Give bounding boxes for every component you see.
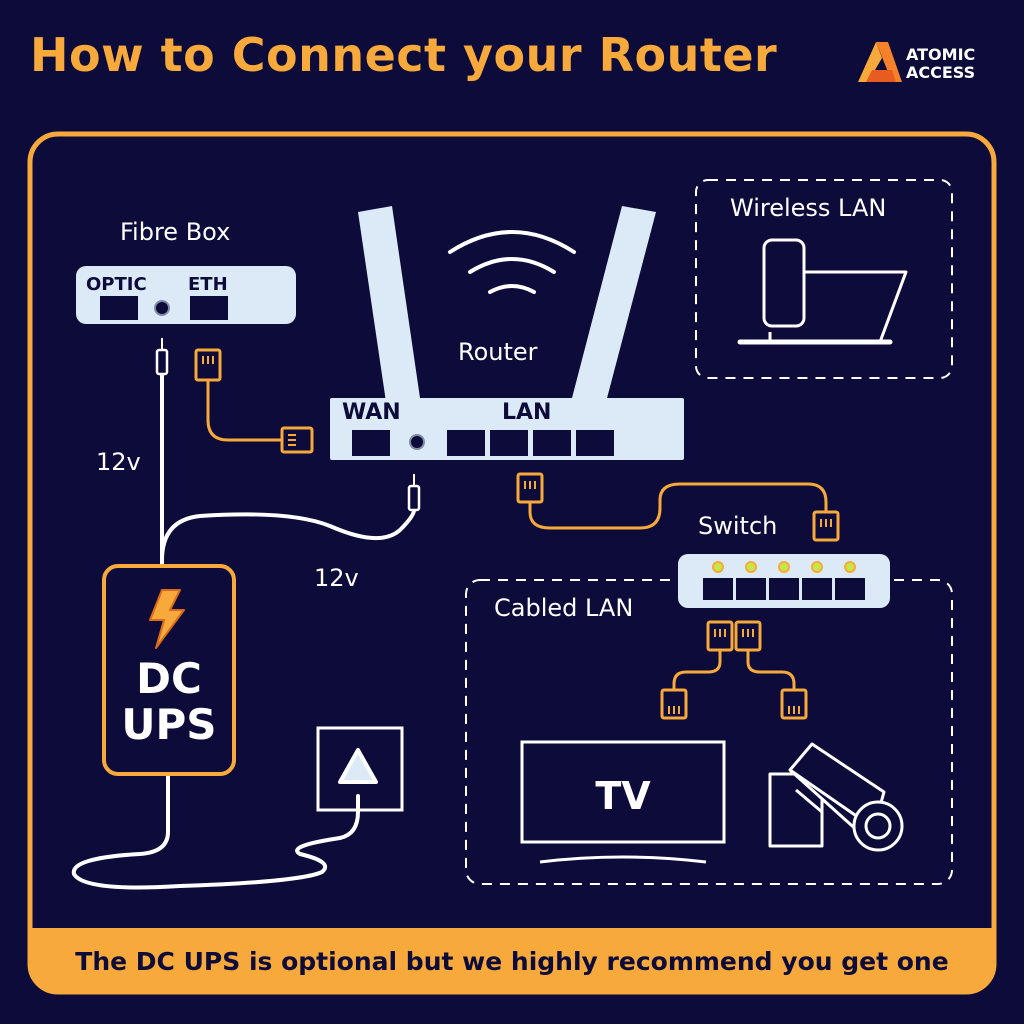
dc-ups-line1: DC — [136, 654, 202, 703]
dc-ups-line2: UPS — [121, 700, 217, 749]
ups-to-wall-cable — [71, 772, 360, 890]
fibre-voltage-label: 12v — [96, 448, 141, 476]
diagram-frame — [27, 131, 997, 995]
router-to-switch-cable — [528, 482, 828, 530]
router-power-jack — [409, 434, 425, 450]
switch-device — [678, 554, 890, 608]
dc-ups-box — [102, 564, 236, 776]
wireless-lan-label: Wireless LAN — [730, 194, 887, 222]
ethernet-cables — [206, 380, 828, 690]
cabled-lan-box — [465, 579, 953, 885]
footer-note: The DC UPS is optional but we highly rec… — [75, 946, 949, 976]
brand-logo: ATOMIC ACCESS — [858, 40, 1008, 86]
switch-to-camera-cable — [746, 650, 796, 690]
tv-icon — [520, 740, 726, 864]
ups-to-router-cable — [160, 508, 416, 562]
router-wan-port — [352, 430, 390, 456]
wifi-signal-icon — [448, 230, 576, 294]
optic-port — [100, 296, 138, 320]
laptop-icon — [737, 270, 908, 345]
eth-port-label: ETH — [188, 274, 228, 295]
tv-label: TV — [595, 774, 651, 818]
router-lan-port-1 — [447, 430, 485, 456]
eth-port — [190, 296, 228, 320]
brand-name-line2: ACCESS — [906, 63, 976, 82]
wan-port-label: WAN — [342, 400, 401, 425]
optic-port-label: OPTIC — [86, 274, 147, 295]
fibre-box-device — [76, 266, 296, 324]
router-lan-port-4 — [576, 430, 614, 456]
page-title: How to Connect your Router — [30, 28, 778, 82]
cctv-camera-icon — [768, 742, 904, 852]
lightning-bolt-icon — [149, 589, 185, 649]
router-voltage-label: 12v — [314, 564, 359, 592]
fibre-to-wan-cable — [206, 380, 282, 442]
power-cables — [71, 370, 416, 890]
switch-status-leds — [712, 561, 856, 573]
cabled-lan-label: Cabled LAN — [494, 594, 634, 622]
wall-socket-icon — [316, 726, 404, 812]
phone-icon — [762, 238, 806, 328]
atomic-access-logo-icon — [858, 42, 902, 82]
wireless-lan-box — [695, 179, 953, 379]
fibre-power-jack — [154, 300, 170, 316]
router-device — [330, 398, 684, 460]
router-label: Router — [458, 338, 538, 366]
lan-port-label: LAN — [502, 400, 552, 425]
brand-name-line1: ATOMIC — [906, 45, 976, 64]
switch-to-tv-cable — [672, 650, 722, 690]
router-antennas — [358, 206, 656, 402]
footer-band — [32, 928, 992, 990]
dc-ups-label: DC UPS — [104, 656, 234, 748]
switch-label: Switch — [698, 512, 778, 540]
router-lan-port-2 — [490, 430, 528, 456]
router-lan-port-3 — [533, 430, 571, 456]
fibre-box-label: Fibre Box — [120, 218, 231, 246]
